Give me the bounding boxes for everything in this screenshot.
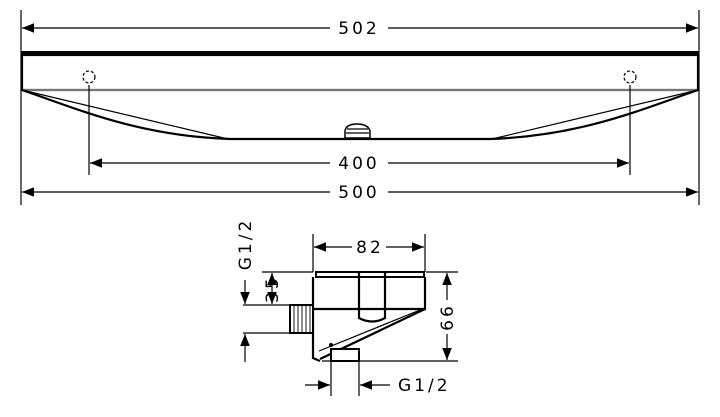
underside-line-left [21,89,229,140]
body-underside-curve [21,88,699,141]
mount-plate [315,271,425,278]
body-outline [311,277,427,363]
dim-label-35: 35 [263,275,283,303]
thread-lines [293,306,311,332]
mounting-hole-right [623,70,637,84]
dim-label-502: 502 [338,19,379,39]
body-diagonal-inner [318,309,421,352]
screw-hole [329,343,333,347]
side-view: 82 66 35 G1/2 G1/2 [236,218,458,396]
mounting-hole-left [82,70,96,84]
dim-label-500: 500 [338,183,379,203]
top-view: 502 400 500 [20,10,700,205]
connector-knob [344,123,371,139]
center-stem [357,272,387,323]
dim-label-bottom-thread: G1/2 [398,376,451,396]
dim-label-82: 82 [356,238,384,258]
dim-label-66: 66 [438,303,458,331]
dim-label-400: 400 [338,154,379,174]
bottom-thread-fitting [330,348,360,362]
side-thread-fitting [289,304,314,334]
shower-body [20,53,700,92]
top-plate [21,51,699,55]
dim-label-side-thread: G1/2 [236,218,256,271]
underside-line-right [491,89,699,140]
